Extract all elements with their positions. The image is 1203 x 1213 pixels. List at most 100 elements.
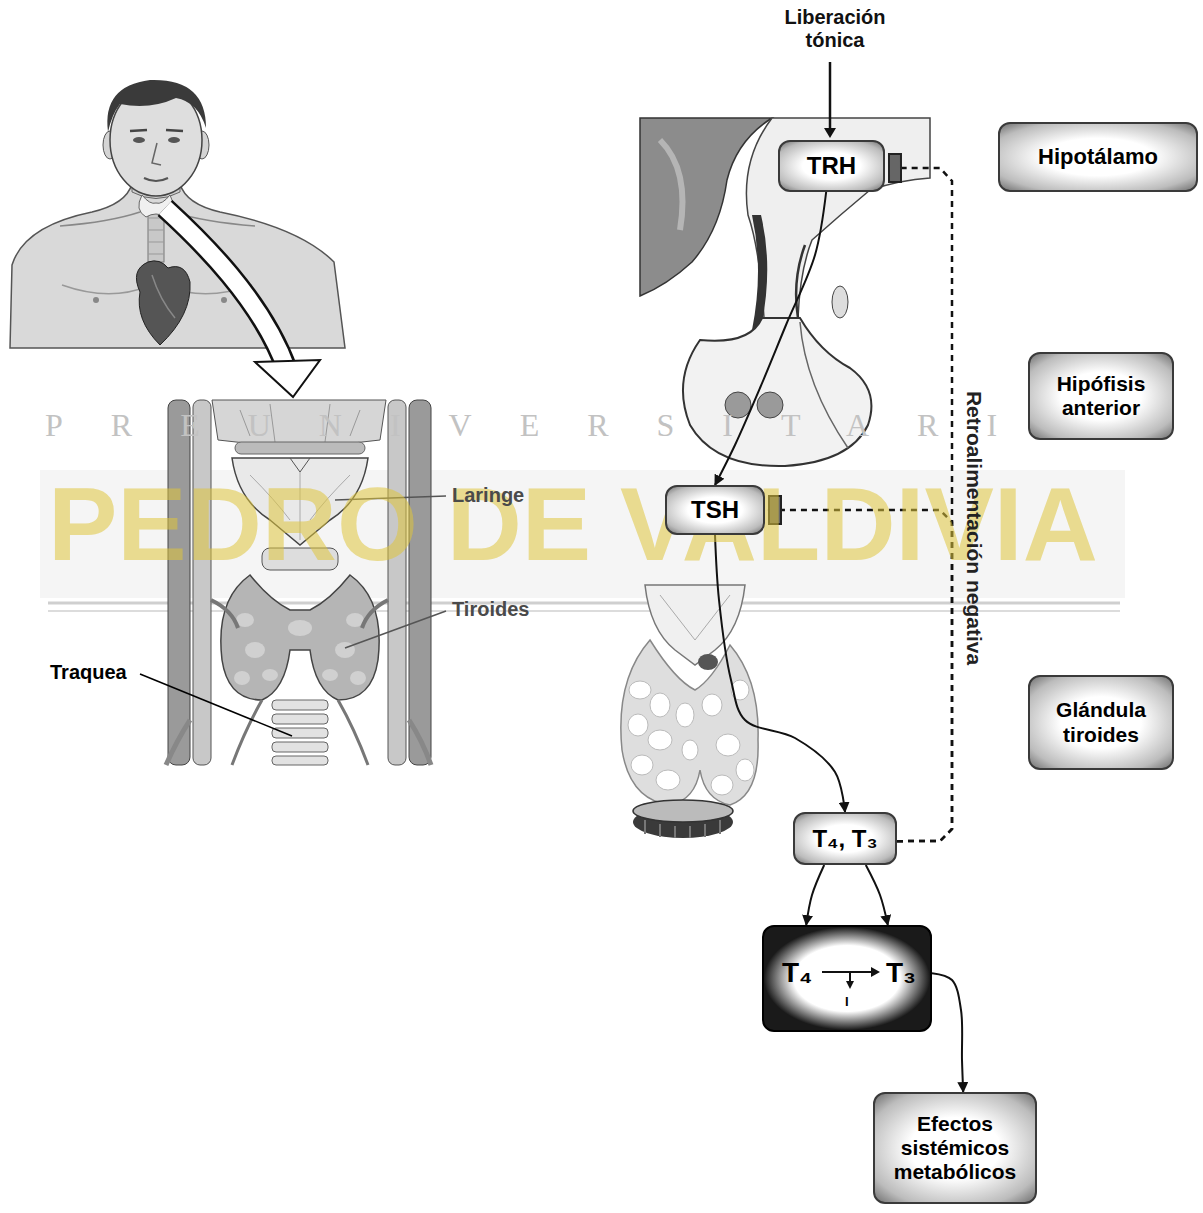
leader-line [345, 611, 446, 648]
neck-anatomy [272, 742, 328, 752]
node-text: Efectos sistémicos metabólicos [883, 1112, 1027, 1184]
node-text: Hipotálamo [1038, 144, 1158, 169]
neck-anatomy [193, 400, 211, 765]
person-figure [148, 218, 164, 254]
neck-anatomy [272, 756, 328, 765]
person-figure [60, 212, 140, 226]
leader-line [140, 674, 292, 736]
person-figure [130, 130, 147, 131]
thyroid-gland [656, 770, 680, 790]
feedback-label: Retroalimentación negativa [962, 391, 986, 665]
conversion-box: T₄ T₃ I [762, 925, 932, 1032]
thyroid-gland [682, 740, 698, 760]
neck-anatomy [288, 620, 312, 636]
conversion-arrow [849, 972, 851, 982]
neck-anatomy [272, 728, 328, 738]
part-label: Traquea [50, 661, 127, 684]
person-figure [152, 275, 175, 318]
hormone-box: TRH [778, 140, 885, 192]
neck-anatomy [335, 642, 355, 658]
thyroid-gland [648, 730, 672, 750]
hypothalamus-pituitary [746, 118, 930, 318]
conversion-arrow [822, 967, 880, 989]
thyroid-gland [628, 714, 648, 736]
hormone-arrow [866, 865, 888, 925]
neck-anatomy [221, 575, 379, 700]
node-text: T₄ [782, 957, 812, 989]
zoom-arrow [165, 208, 320, 397]
tonic-release-arrow [824, 62, 836, 138]
node-text: Glándula tiroides [1038, 698, 1164, 746]
hormone-arrow [715, 535, 845, 812]
neck-anatomy [388, 400, 406, 765]
neck-anatomy [409, 720, 431, 765]
effects-box: Efectos sistémicos metabólicos [873, 1092, 1037, 1204]
person-figure [62, 285, 148, 294]
person-figure [168, 137, 180, 143]
node-text: T₄, T₃ [812, 825, 877, 853]
neck-anatomy [262, 669, 278, 681]
tonic-release-arrow [824, 128, 836, 138]
thyroid-gland [621, 640, 758, 805]
person-figure [93, 297, 99, 303]
zoom-arrow [165, 208, 287, 370]
thyroid-gland [650, 693, 670, 717]
thyroid-gland [676, 703, 694, 727]
neck-anatomy [409, 400, 431, 765]
zoom-arrow [165, 208, 287, 370]
conversion-arrow [822, 971, 872, 973]
neck-anatomy [166, 400, 431, 765]
level-box: Glándula tiroides [1028, 675, 1174, 770]
watermark: PEDRO DE VALDIVIA [48, 472, 1098, 576]
level-box: Hipotálamo [998, 122, 1198, 192]
thyroid-gland [736, 759, 754, 781]
hypothalamus-pituitary [660, 140, 683, 230]
thyroid-gland [711, 775, 733, 795]
hypothalamus-pituitary [796, 245, 805, 318]
neck-anatomy [235, 442, 365, 454]
neck-anatomy [290, 458, 310, 472]
thyroid-gland [633, 800, 733, 822]
part-label: Tiroides [452, 598, 529, 621]
node-text: TRH [807, 152, 856, 180]
hormone-box: T₄, T₃ [793, 812, 897, 865]
input-label: Liberación tónica [770, 6, 900, 52]
person-figure [166, 130, 183, 131]
hormone-box: TSH [665, 485, 765, 535]
zoom-arrow [255, 360, 320, 397]
thyroid-gland [621, 585, 758, 838]
node-text: Hipófisis anterior [1038, 372, 1164, 420]
effect-arrow [932, 973, 963, 1092]
person-figure [144, 178, 168, 181]
neck-anatomy [168, 400, 190, 765]
connectors [715, 168, 963, 1092]
person-figure [136, 261, 190, 345]
neck-anatomy [211, 600, 238, 628]
thyroid-gland [702, 694, 722, 716]
neck-anatomy [322, 669, 338, 681]
hypothalamus-pituitary [752, 215, 767, 332]
neck-anatomy [245, 642, 265, 658]
neck-anatomy [232, 700, 368, 765]
hypothalamus-pituitary [683, 318, 871, 466]
level-box: Hipófisis anterior [1028, 352, 1174, 440]
thyroid-gland [631, 755, 653, 775]
tonic-release-arrow [829, 62, 832, 129]
hypothalamus-pituitary [832, 286, 848, 318]
thyroid-gland [716, 734, 740, 756]
node-text: T₃ [886, 957, 916, 989]
person-figure [152, 143, 161, 165]
neck-anatomy [350, 671, 366, 685]
neck-anatomy [272, 714, 328, 724]
node-text: I [845, 995, 849, 1010]
person-figure [107, 80, 206, 132]
conversion-arrow [846, 981, 854, 989]
person-figure [221, 297, 227, 303]
thyroid-gland [629, 681, 651, 699]
thyroid-gland [645, 820, 720, 838]
conversion-arrow [871, 967, 880, 977]
part-label: Laringe [452, 484, 524, 507]
neck-anatomy [272, 700, 328, 710]
hormone-arrow [806, 865, 824, 925]
watermark: PREUNIVERSITARIO [45, 407, 1116, 444]
